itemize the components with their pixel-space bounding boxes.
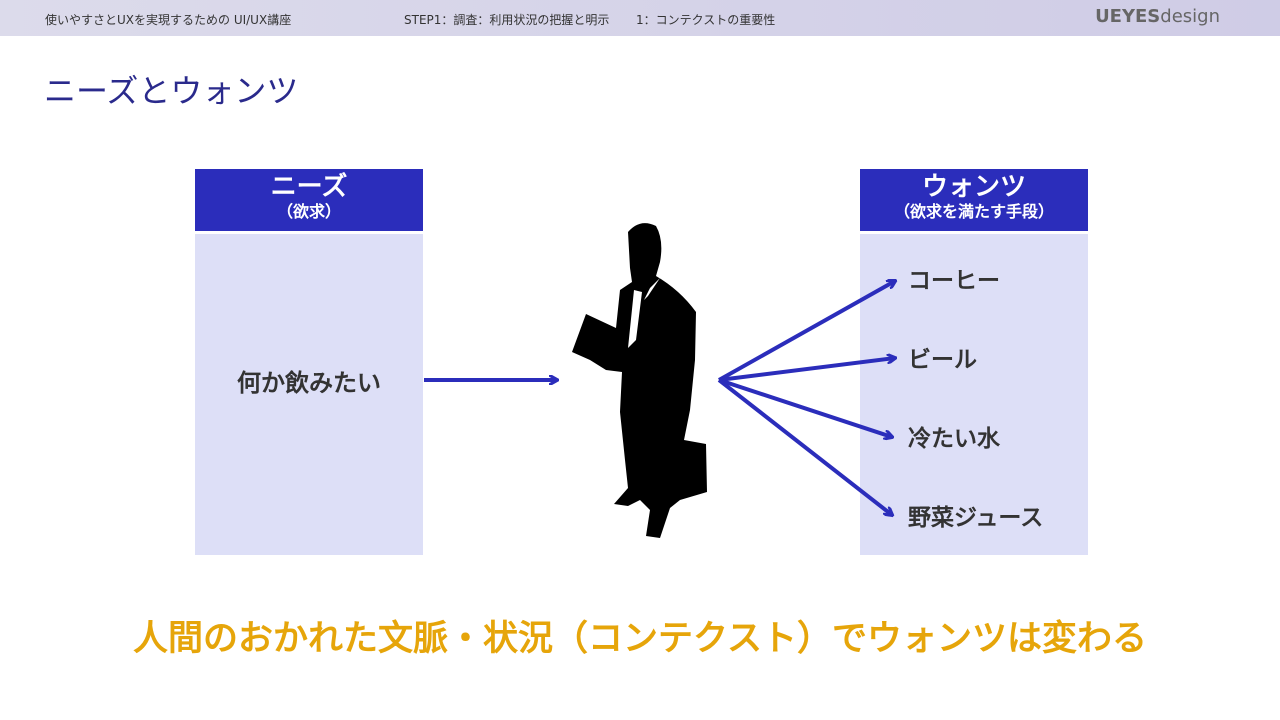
- want-item: ビール: [908, 347, 977, 373]
- course-title: 使いやすさとUXを実現するための UI/UX講座: [45, 13, 292, 27]
- want-arrow: [718, 358, 895, 382]
- page-title: ニーズとウォンツ: [44, 72, 299, 110]
- want-arrow: [717, 378, 892, 515]
- want-item: コーヒー: [908, 268, 1000, 294]
- logo: UEYESdesign: [1095, 6, 1220, 27]
- key-message: 人間のおかれた文脈・状況（コンテクスト）でウォンツは変わる: [133, 619, 1147, 659]
- needs-heading: ニーズ: [270, 172, 348, 202]
- want-item: 野菜ジュース: [908, 505, 1044, 531]
- wants-box: ウォンツ（欲求を満たす手段） コーヒー ビール 冷たい水 野菜ジュース: [860, 169, 1088, 555]
- want-arrow: [718, 378, 892, 437]
- businessman-silhouette-icon: [572, 223, 707, 538]
- wants-sub: （欲求を満たす手段）: [893, 202, 1054, 221]
- want-item: 冷たい水: [908, 426, 1000, 452]
- needs-sub: （欲求）: [276, 202, 341, 221]
- want-arrow: [718, 281, 895, 382]
- header-bar: 使いやすさとUXを実現するための UI/UX講座 STEP1：調査：利用状況の把…: [0, 0, 1280, 36]
- need-item: 何か飲みたい: [237, 369, 381, 397]
- section-label: 1：コンテクストの重要性: [636, 13, 776, 27]
- step-label: STEP1：調査：利用状況の把握と明示: [404, 13, 610, 27]
- wants-heading: ウォンツ: [921, 172, 1026, 202]
- needs-box: ニーズ（欲求） 何か飲みたい: [195, 169, 423, 555]
